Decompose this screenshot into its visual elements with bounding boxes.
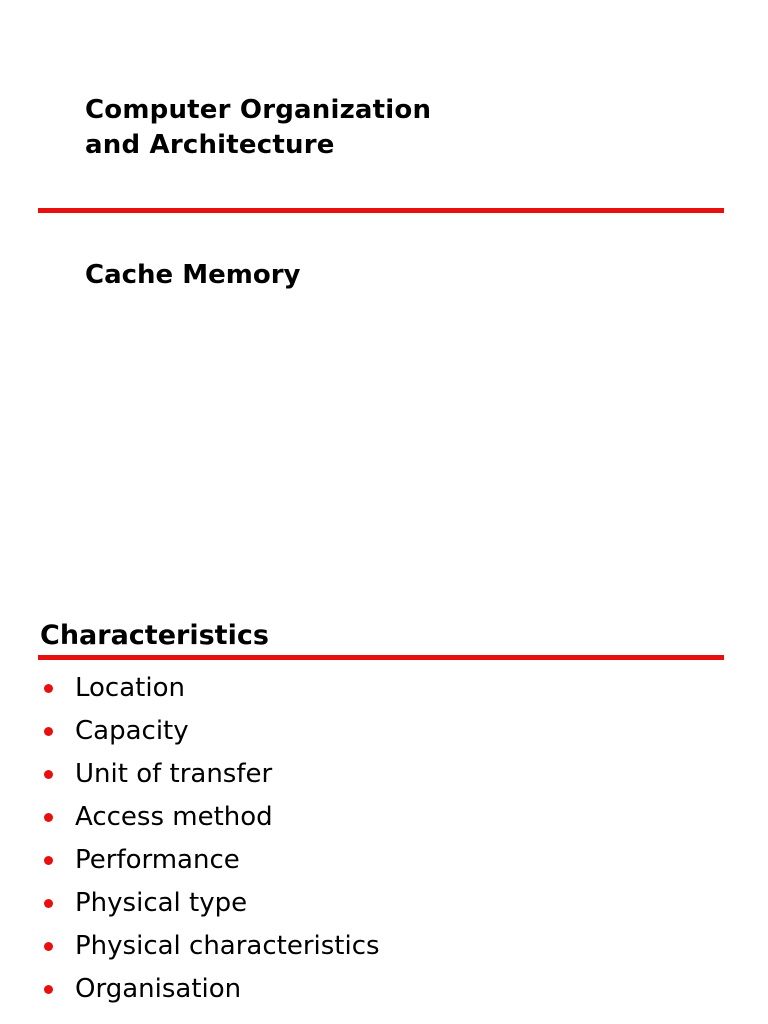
list-item-text: Unit of transfer	[75, 759, 273, 789]
list-item-text: Access method	[75, 802, 273, 832]
bullet-icon	[44, 985, 53, 994]
list-item-text: Physical type	[75, 888, 248, 918]
bullet-icon	[44, 727, 53, 736]
bullet-icon	[44, 899, 53, 908]
slide-subtitle: Cache Memory	[85, 260, 301, 290]
list-item-text: Organisation	[75, 974, 242, 1004]
list-item-text: Location	[75, 673, 185, 703]
bullet-icon	[44, 856, 53, 865]
list-item-text: Capacity	[75, 716, 189, 746]
bullet-icon	[44, 684, 53, 693]
list-item-text: Physical characteristics	[75, 931, 380, 961]
list-item-text: Performance	[75, 845, 240, 875]
title-slide: Computer Organization and Architecture C…	[38, 93, 724, 290]
heading-divider	[38, 655, 724, 660]
slide-title-line-2: and Architecture	[85, 130, 335, 160]
bullet-icon	[44, 942, 53, 951]
slide-heading: Characteristics	[40, 620, 269, 651]
slide-title: Computer Organization and Architecture	[85, 93, 431, 163]
bullet-icon	[44, 813, 53, 822]
characteristics-slide: Characteristics Location Capacity Unit o…	[0, 560, 768, 1024]
title-divider	[38, 208, 724, 213]
slide-title-line-1: Computer Organization	[85, 95, 432, 125]
bullet-icon	[44, 770, 53, 779]
